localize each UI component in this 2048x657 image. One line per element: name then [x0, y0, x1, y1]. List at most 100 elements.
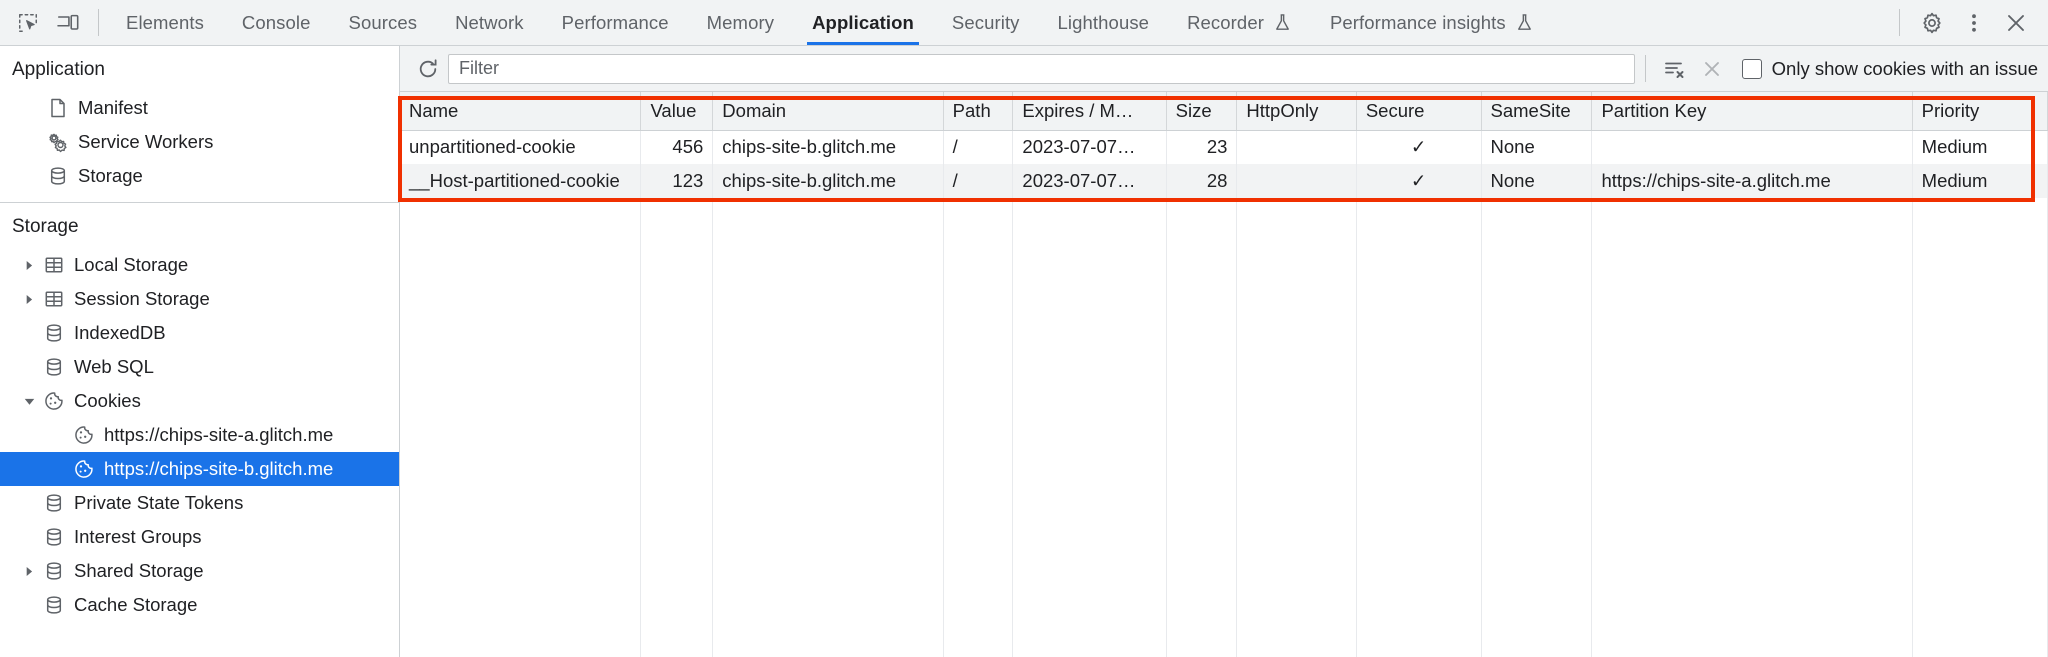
sidebar-item-label: Cookies [74, 389, 141, 411]
cell-partition-key: https://chips-site-a.glitch.me [1591, 164, 1913, 198]
kebab-menu-icon[interactable] [1956, 7, 1992, 39]
database-icon [40, 526, 68, 548]
tab-memory[interactable]: Memory [688, 0, 793, 45]
checkbox-label: Only show cookies with an issue [1771, 57, 2038, 79]
checkbox-box[interactable] [1741, 58, 1762, 79]
sidebar-item-interest-groups[interactable]: Interest Groups [0, 520, 399, 554]
sidebar-item-private-state-tokens[interactable]: Private State Tokens [0, 486, 399, 520]
column-header-samesite[interactable]: SameSite [1481, 92, 1593, 131]
sidebar-item-label: Session Storage [74, 287, 210, 309]
tab-elements[interactable]: Elements [107, 0, 223, 45]
inspect-element-icon[interactable] [10, 7, 46, 39]
tab-sources[interactable]: Sources [330, 0, 437, 45]
sidebar-item-label: Local Storage [74, 253, 189, 275]
filter-divider [1644, 55, 1646, 82]
sidebar-item-cache-storage[interactable]: Cache Storage [0, 588, 399, 622]
table-icon [40, 254, 68, 276]
tab-label: Application [812, 11, 914, 33]
cell-secure: ✓ [1356, 164, 1482, 198]
table-filler-row [400, 266, 2048, 300]
sidebar-item-https-chips-site-b-glitch-me[interactable]: https://chips-site-b.glitch.me [0, 452, 399, 486]
gear-icon[interactable] [1914, 7, 1950, 39]
database-icon [40, 356, 68, 378]
sidebar-item-shared-storage[interactable]: Shared Storage [0, 554, 399, 588]
tab-application[interactable]: Application [793, 0, 933, 45]
cookie-icon [70, 458, 98, 480]
tab-performance[interactable]: Performance [543, 0, 688, 45]
experiment-flask-icon [1273, 13, 1292, 32]
tab-recorder[interactable]: Recorder [1168, 0, 1311, 45]
tab-label: Lighthouse [1057, 11, 1150, 33]
cell-expires: 2023-07-07… [1012, 164, 1167, 198]
sidebar-item-local-storage[interactable]: Local Storage [0, 248, 399, 282]
cell-secure: ✓ [1356, 130, 1482, 164]
gears-icon [44, 131, 72, 153]
database-icon [40, 594, 68, 616]
sidebar-item-label: IndexedDB [74, 321, 166, 343]
tab-label: Performance insights [1329, 11, 1506, 33]
clear-all-icon[interactable] [1694, 53, 1730, 85]
tab-security[interactable]: Security [933, 0, 1039, 45]
tab-performance-insights[interactable]: Performance insights [1311, 0, 1553, 45]
sidebar-item-label: Manifest [78, 96, 148, 118]
column-header-value[interactable]: Value [640, 92, 714, 131]
tab-lighthouse[interactable]: Lighthouse [1039, 0, 1169, 45]
sidebar-item-label: https://chips-site-b.glitch.me [104, 457, 334, 479]
device-toolbar-icon[interactable] [50, 7, 86, 39]
database-icon [40, 560, 68, 582]
tab-label: Sources [348, 11, 418, 33]
only-show-issues-checkbox[interactable]: Only show cookies with an issue [1741, 57, 2038, 80]
column-header-httponly[interactable]: HttpOnly [1236, 92, 1357, 131]
column-header-path[interactable]: Path [943, 92, 1014, 131]
sidebar-item-label: Service Workers [78, 130, 214, 152]
toolbar-divider-right [1899, 9, 1900, 36]
search-input[interactable] [448, 53, 1635, 84]
column-header-size[interactable]: Size [1166, 92, 1238, 131]
sidebar-item-storage[interactable]: Storage [0, 159, 399, 193]
sidebar-item-service-workers[interactable]: Service Workers [0, 125, 399, 159]
cookies-filter-toolbar: Only show cookies with an issue [400, 46, 2048, 92]
table-icon [40, 288, 68, 310]
table-filler-row [400, 572, 2048, 606]
column-header-secure[interactable]: Secure [1356, 92, 1482, 131]
cell-name: unpartitioned-cookie [400, 130, 642, 164]
sidebar-item-session-storage[interactable]: Session Storage [0, 282, 399, 316]
cell-domain: chips-site-b.glitch.me [712, 164, 944, 198]
chevron-right-icon[interactable] [18, 293, 40, 306]
chevron-right-icon[interactable] [18, 565, 40, 578]
cell-same-site: None [1481, 130, 1593, 164]
column-header-priority[interactable]: Priority [1912, 92, 2048, 131]
tab-console[interactable]: Console [223, 0, 330, 45]
cookie-icon [70, 424, 98, 446]
refresh-icon[interactable] [410, 53, 446, 85]
sidebar-item-https-chips-site-a-glitch-me[interactable]: https://chips-site-a.glitch.me [0, 418, 399, 452]
sidebar-item-web-sql[interactable]: Web SQL [0, 350, 399, 384]
chevron-down-icon[interactable] [18, 395, 40, 408]
tab-label: Memory [706, 11, 775, 33]
column-header-domain[interactable]: Domain [712, 92, 944, 131]
table-filler-row [400, 402, 2048, 436]
column-header-name[interactable]: Name [400, 92, 642, 131]
cell-partition-key [1591, 130, 1913, 164]
sidebar-item-indexeddb[interactable]: IndexedDB [0, 316, 399, 350]
close-icon[interactable] [1998, 7, 2034, 39]
clear-filtered-icon[interactable] [1656, 53, 1692, 85]
database-icon [44, 165, 72, 187]
column-header-partition-key[interactable]: Partition Key [1591, 92, 1913, 131]
sidebar-item-cookies[interactable]: Cookies [0, 384, 399, 418]
column-header-expires-m[interactable]: Expires / M… [1012, 92, 1167, 131]
chevron-right-icon[interactable] [18, 259, 40, 272]
sidebar-item-label: Web SQL [74, 355, 154, 377]
database-icon [40, 492, 68, 514]
tab-network[interactable]: Network [436, 0, 543, 45]
experiment-flask-icon [1515, 13, 1534, 32]
sidebar-item-manifest[interactable]: Manifest [0, 91, 399, 125]
